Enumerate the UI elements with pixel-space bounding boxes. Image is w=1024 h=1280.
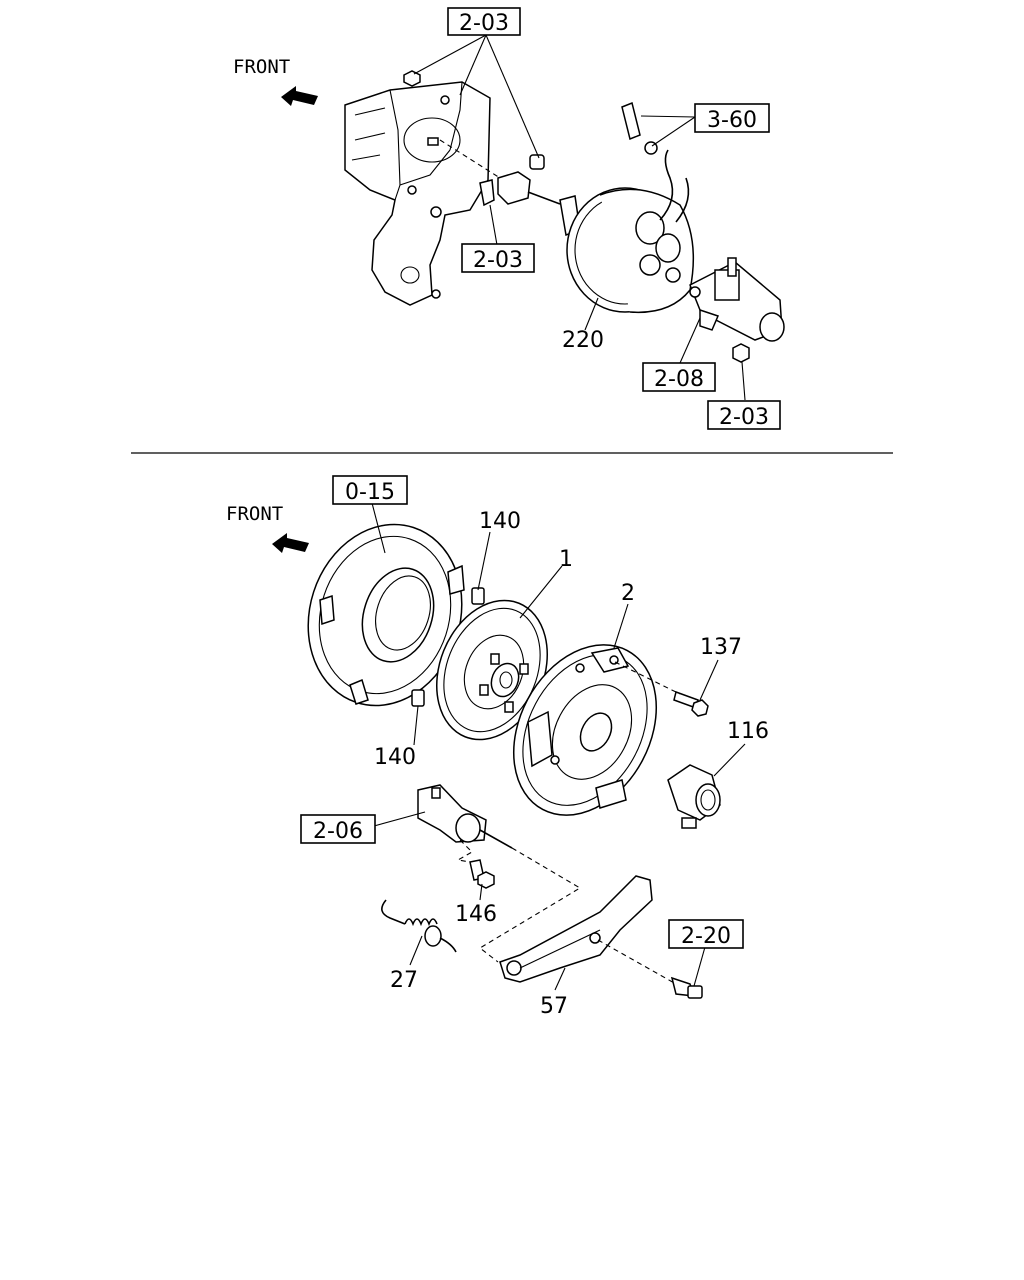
- hose-clip-parts: [621, 101, 658, 155]
- master-cylinder-nut: [732, 343, 750, 363]
- svg-text:0-15: 0-15: [345, 480, 395, 505]
- svg-text:2-20: 2-20: [681, 924, 731, 949]
- part-number-1: 1: [559, 547, 573, 572]
- svg-text:2-06: 2-06: [313, 819, 363, 844]
- leaders-bottom: [371, 502, 746, 991]
- pivot-ball-stud: [670, 976, 703, 999]
- clip: [479, 179, 495, 207]
- clutch-assembly-section: FRONT: [226, 475, 769, 1019]
- bolt-146: [469, 859, 495, 889]
- slave-cylinder: [417, 784, 513, 849]
- part-number-137: 137: [700, 635, 742, 660]
- dowel-pin-bottom: [411, 689, 425, 707]
- svg-text:2-03: 2-03: [459, 11, 509, 36]
- part-number-57: 57: [540, 994, 568, 1019]
- return-spring: [381, 899, 457, 953]
- ref-box-0-15: 0-15: [332, 475, 408, 505]
- svg-text:3-60: 3-60: [707, 108, 757, 133]
- part-number-2: 2: [621, 581, 635, 606]
- part-number-146: 146: [455, 902, 497, 927]
- front-label-top: FRONT: [233, 56, 290, 78]
- ref-box-2-20: 2-20: [668, 919, 744, 949]
- part-number-220: 220: [562, 328, 604, 353]
- release-bearing: [667, 764, 721, 829]
- ref-box-2-03-nut: 2-03: [707, 400, 781, 430]
- svg-text:2-03: 2-03: [719, 405, 769, 430]
- dowel-pin-top: [471, 587, 485, 605]
- leaders-top: [413, 34, 746, 401]
- ref-box-2-06: 2-06: [300, 814, 376, 844]
- bolt-137: [673, 691, 709, 717]
- booster-assembly-section: FRONT: [233, 7, 785, 430]
- ref-box-3-60: 3-60: [694, 103, 770, 133]
- part-number-140-bottom: 140: [374, 745, 416, 770]
- release-fork: [499, 875, 653, 983]
- pressure-plate: [512, 644, 658, 816]
- ref-box-2-03-top: 2-03: [447, 7, 521, 36]
- front-arrow-top-icon: [281, 86, 318, 106]
- front-arrow-bottom-icon: [272, 533, 309, 553]
- part-number-116: 116: [727, 719, 769, 744]
- part-number-140-top: 140: [479, 509, 521, 534]
- svg-text:2-03: 2-03: [473, 248, 523, 273]
- collar: [529, 154, 545, 170]
- flywheel: [307, 523, 465, 707]
- brake-booster: [559, 149, 695, 314]
- pedal-bracket: [344, 81, 491, 306]
- clevis: [497, 171, 561, 205]
- ref-box-2-08: 2-08: [642, 362, 716, 392]
- front-label-bottom: FRONT: [226, 503, 283, 525]
- svg-text:2-08: 2-08: [654, 367, 704, 392]
- master-cylinder: [689, 257, 785, 342]
- nut-top: [403, 70, 421, 87]
- part-number-27: 27: [390, 968, 418, 993]
- clutch-disc: [436, 599, 548, 741]
- ref-box-2-03-clip: 2-03: [461, 243, 535, 273]
